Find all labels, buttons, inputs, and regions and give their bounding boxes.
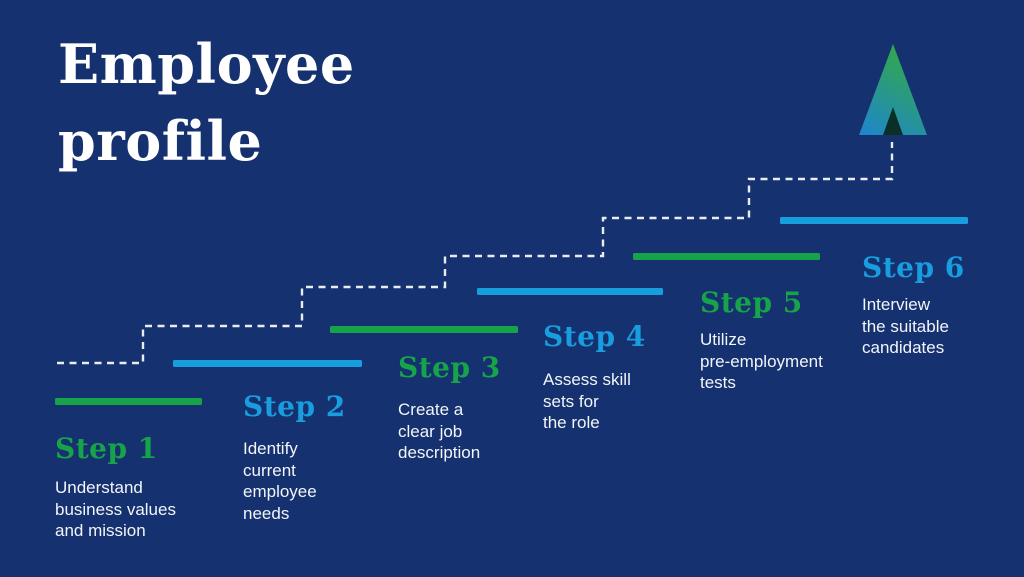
step-label: Step 3: [398, 351, 501, 384]
step-bar: [780, 217, 968, 224]
step-label: Step 4: [543, 320, 646, 353]
step-bar: [55, 398, 202, 405]
step-label: Step 2: [243, 390, 346, 423]
step-bar: [173, 360, 362, 367]
step-bar: [477, 288, 663, 295]
step-description: Create a clear job description: [398, 400, 481, 462]
step-label: Step 1: [55, 432, 158, 465]
step-label: Step 5: [700, 286, 803, 319]
step-bar: [330, 326, 518, 333]
step-description: Understand business values and mission: [55, 478, 176, 540]
step-label: Step 6: [862, 251, 965, 284]
step-description: Utilize pre-employment tests: [700, 330, 823, 392]
arrow-notch-icon: [883, 107, 903, 135]
step-description: Assess skill sets for the role: [543, 370, 631, 432]
step-description: Identify current employee needs: [243, 439, 317, 523]
page-title: Employee profile: [58, 32, 355, 173]
step-description: Interview the suitable candidates: [862, 295, 949, 357]
step-bar: [633, 253, 820, 260]
arrow-icon: [859, 44, 927, 135]
